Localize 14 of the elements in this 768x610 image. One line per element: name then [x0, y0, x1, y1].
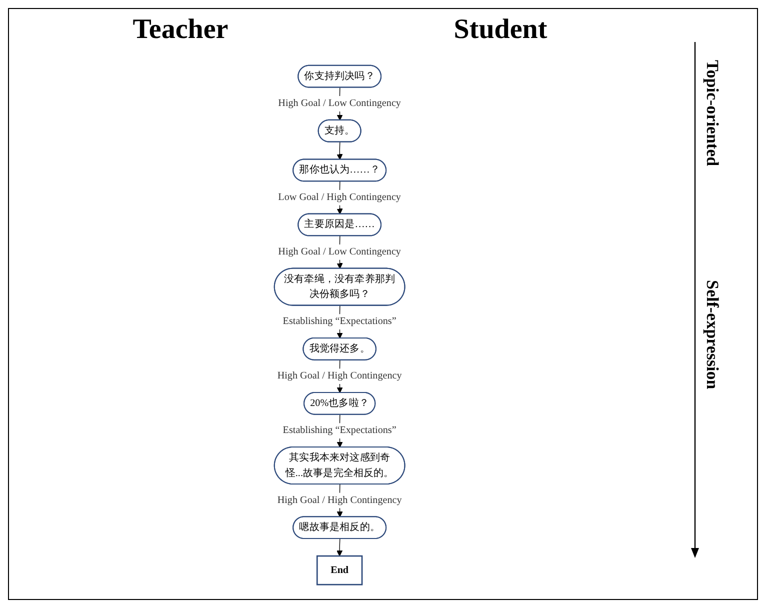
arrow: [337, 142, 344, 160]
column-heading: Teacher: [132, 14, 228, 46]
edge-label: High Goal / Low Contingency: [278, 246, 402, 258]
node-box: End: [316, 555, 364, 586]
edge-label: Establishing “Expectations”: [283, 425, 397, 436]
edge-label: High Goal / High Contingency: [278, 494, 402, 506]
phase-label: Self-expression: [702, 280, 722, 390]
edge-label: High Goal / High Contingency: [278, 370, 402, 382]
edge-label: Establishing “Expectations”: [283, 316, 397, 327]
column-heading: Student: [454, 14, 548, 46]
phase-label: Topic-oriented: [702, 60, 722, 166]
edge-label: High Goal / Low Contingency: [278, 98, 402, 109]
arrow: [337, 538, 343, 556]
edge-label: Low Goal / High Contingency: [278, 192, 402, 203]
